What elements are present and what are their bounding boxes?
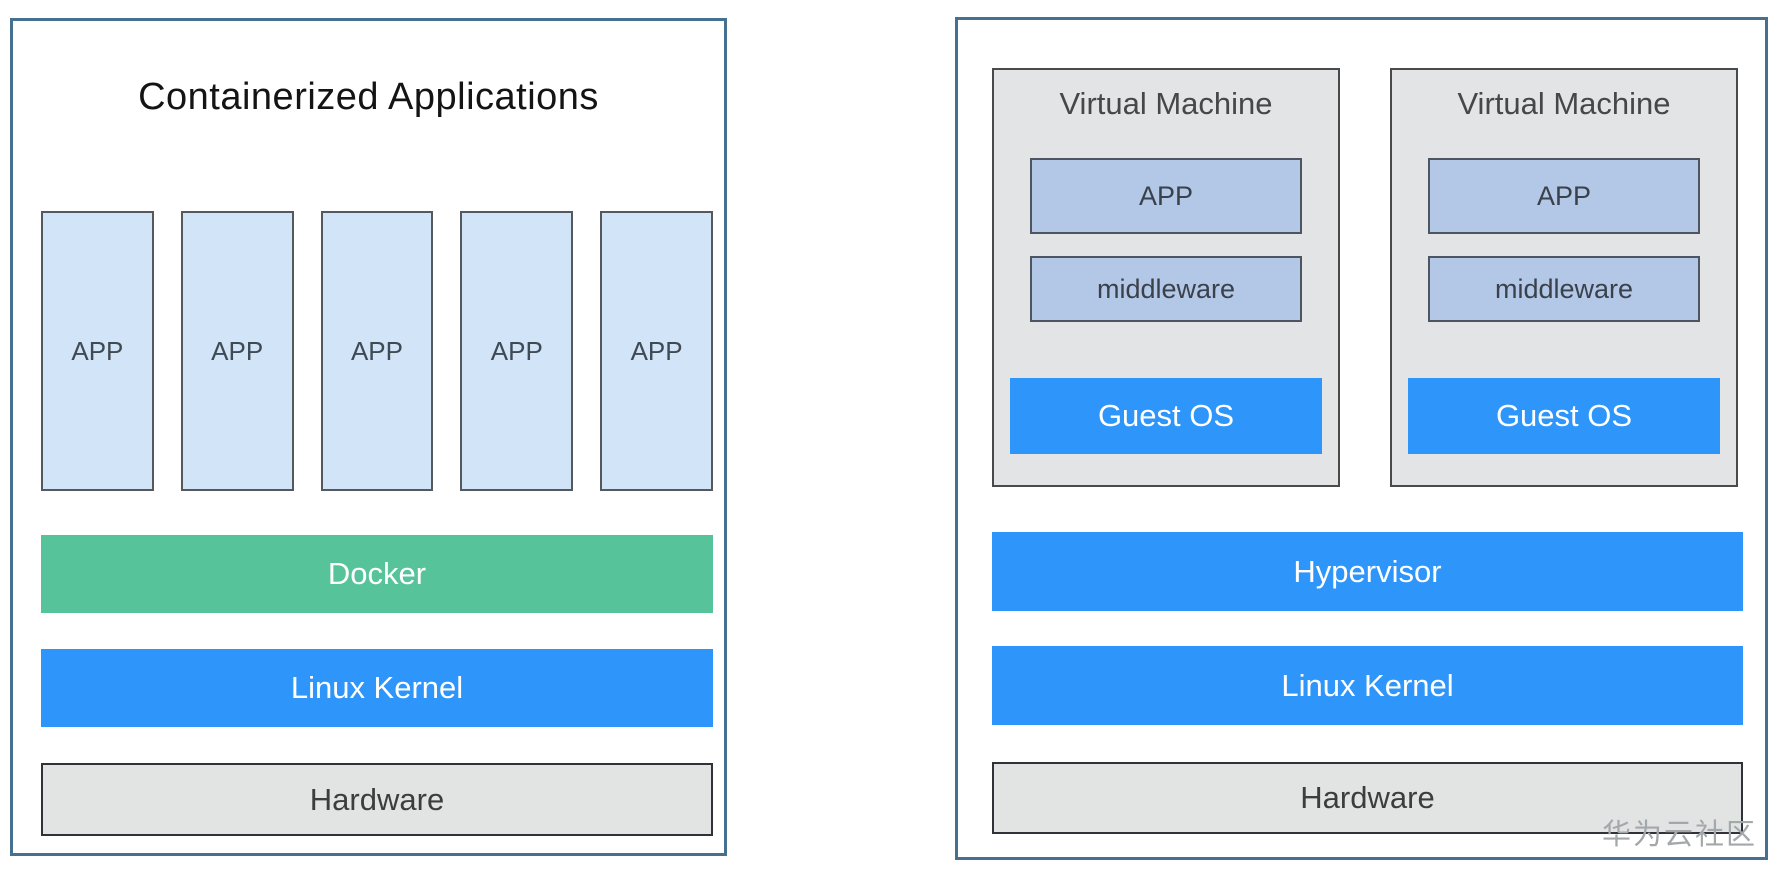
container-app-box: APP: [320, 211, 434, 491]
linux-kernel-layer-left: Linux Kernel: [41, 649, 713, 727]
vm-app-box: APP: [1428, 158, 1700, 234]
huawei-cloud-community-watermark: 华为云社区: [1601, 819, 1757, 851]
virtual-machine-title: Virtual Machine: [1457, 86, 1671, 121]
virtual-machine-title: Virtual Machine: [1059, 86, 1273, 121]
container-app-box: APP: [600, 211, 713, 491]
linux-kernel-layer-right: Linux Kernel: [992, 646, 1743, 725]
hypervisor-layer: Hypervisor: [992, 532, 1743, 611]
containerized-applications-title: Containerized Applications: [138, 76, 599, 118]
vm-app-box: APP: [1030, 158, 1302, 234]
container-app-box: APP: [460, 211, 574, 491]
containerized-applications-panel: Containerized Applications APP APP APP A…: [10, 18, 727, 856]
hardware-layer-left: Hardware: [41, 763, 713, 836]
vm-middleware-box: middleware: [1428, 256, 1700, 322]
docker-layer: Docker: [41, 535, 713, 613]
container-app-box: APP: [41, 211, 154, 491]
hardware-layer-right: Hardware: [992, 762, 1743, 834]
vm-middleware-box: middleware: [1030, 256, 1302, 322]
vm-guest-os-layer: Guest OS: [1408, 378, 1720, 454]
container-app-row: APP APP APP APP APP: [41, 211, 713, 491]
container-app-box: APP: [180, 211, 294, 491]
virtual-machine-box-2: Virtual Machine APP middleware Guest OS: [1390, 68, 1738, 487]
vm-guest-os-layer: Guest OS: [1010, 378, 1322, 454]
virtual-machines-panel: Virtual Machine APP middleware Guest OS …: [955, 17, 1768, 860]
virtual-machine-box-1: Virtual Machine APP middleware Guest OS: [992, 68, 1340, 487]
